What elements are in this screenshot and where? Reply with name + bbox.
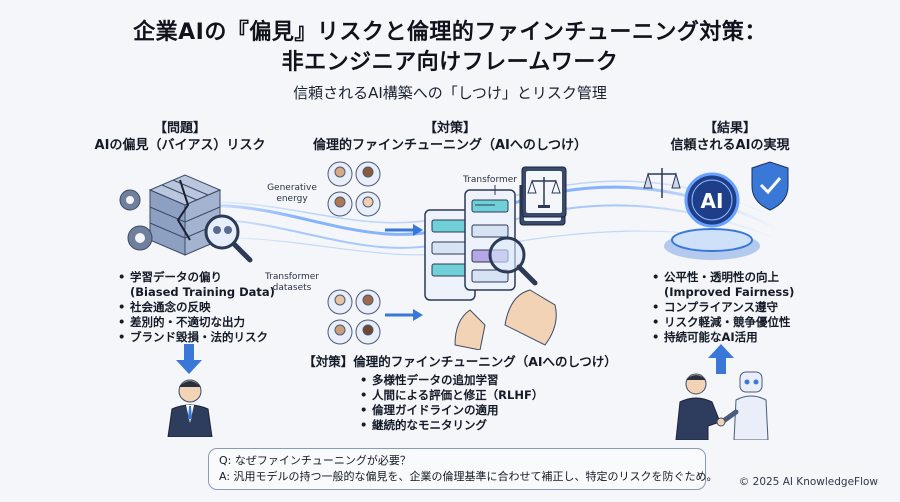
ai-chip-label: AI [701, 189, 724, 213]
scale-book-icon [521, 166, 567, 218]
trusted-ai-platform-icon: AI [643, 161, 789, 260]
list-item: (Improved Fairness) [664, 285, 795, 299]
list-item: リスク軽減・競争優位性 [652, 315, 794, 330]
solution-heading: 【対策】 倫理的ファインチューニング（AIへのしつけ） [300, 120, 600, 154]
list-item: 持続可能なAI活用 [652, 330, 794, 345]
page-title-line2: 非エンジニア向けフレームワーク [281, 50, 619, 75]
solution-heading-title: 倫理的ファインチューニング（AIへのしつけ） [312, 138, 588, 153]
transformer-model-icon [385, 185, 566, 350]
list-item: 倫理ガイドラインの適用 [360, 403, 543, 418]
qa-box: Q: なぜファインチューニングが必要？ A: 汎用モデルの持つ一般的な偏見を、企… [208, 448, 718, 490]
diverse-people-icon [327, 161, 381, 217]
list-item: 人間による評価と修正（RLHF） [360, 388, 543, 403]
problem-heading: 【問題】 AIの偏見（バイアス）リスク [60, 120, 300, 154]
list-item: 社会通念の反映 [118, 300, 275, 315]
arrow-up-icon [708, 344, 734, 374]
list-item: コンプライアンス遵守 [652, 300, 794, 315]
result-bullets: 公平性・透明性の向上 (Improved Fairness) コンプライアンス遵… [652, 270, 794, 345]
list-item: 公平性・透明性の向上 [652, 270, 794, 285]
label-generative-energy: Generative energy [267, 183, 317, 204]
solution-lower-heading: 【対策】倫理的ファインチューニング（AIへのしつけ） [303, 354, 617, 369]
result-heading-title: 信頼されるAIの実現 [670, 138, 790, 153]
result-heading-tag: 【結果】 [703, 121, 756, 136]
biased-cube-icon [119, 174, 253, 263]
qa-answer: A: 汎用モデルの持つ一般的な偏見を、企業の倫理基準に合わせて補正し、特定のリス… [219, 470, 718, 483]
diverse-people-icon-2 [327, 289, 381, 345]
list-item: 継続的なモニタリング [360, 418, 543, 433]
problem-heading-tag: 【問題】 [153, 121, 206, 136]
page-title-line1: 企業AIの『偏見』リスクと倫理的ファインチューニング対策： [133, 20, 767, 45]
problem-heading-title: AIの偏見（バイアス）リスク [94, 138, 266, 153]
label-transformer-datasets: Transformer datasets [264, 272, 319, 293]
list-item: 多様性データの追加学習 [360, 373, 543, 388]
list-item: ブランド毀損・法的リスク [118, 330, 275, 345]
solution-heading-tag: 【対策】 [423, 121, 476, 136]
list-item: 差別的・不適切な出力 [118, 315, 275, 330]
list-item: 学習データの偏り [118, 270, 275, 285]
worried-person-icon [167, 379, 213, 437]
page-subtitle: 信頼されるAI構築への「しつけ」とリスク管理 [293, 84, 607, 102]
solution-bullets: 多様性データの追加学習 人間による評価と修正（RLHF） 倫理ガイドラインの適用… [360, 373, 543, 433]
copyright-text: © 2025 AI KnowledgeFlow [738, 476, 878, 488]
label-transformer: Transformer [462, 175, 517, 185]
qa-question: Q: なぜファインチューニングが必要？ [219, 454, 411, 467]
human-robot-handshake-icon [675, 371, 769, 440]
arrow-down-icon [176, 344, 202, 374]
result-heading: 【結果】 信頼されるAIの実現 [610, 120, 850, 154]
list-item: (Biased Training Data) [130, 285, 275, 299]
problem-bullets: 学習データの偏り (Biased Training Data) 社会通念の反映 … [118, 270, 275, 345]
